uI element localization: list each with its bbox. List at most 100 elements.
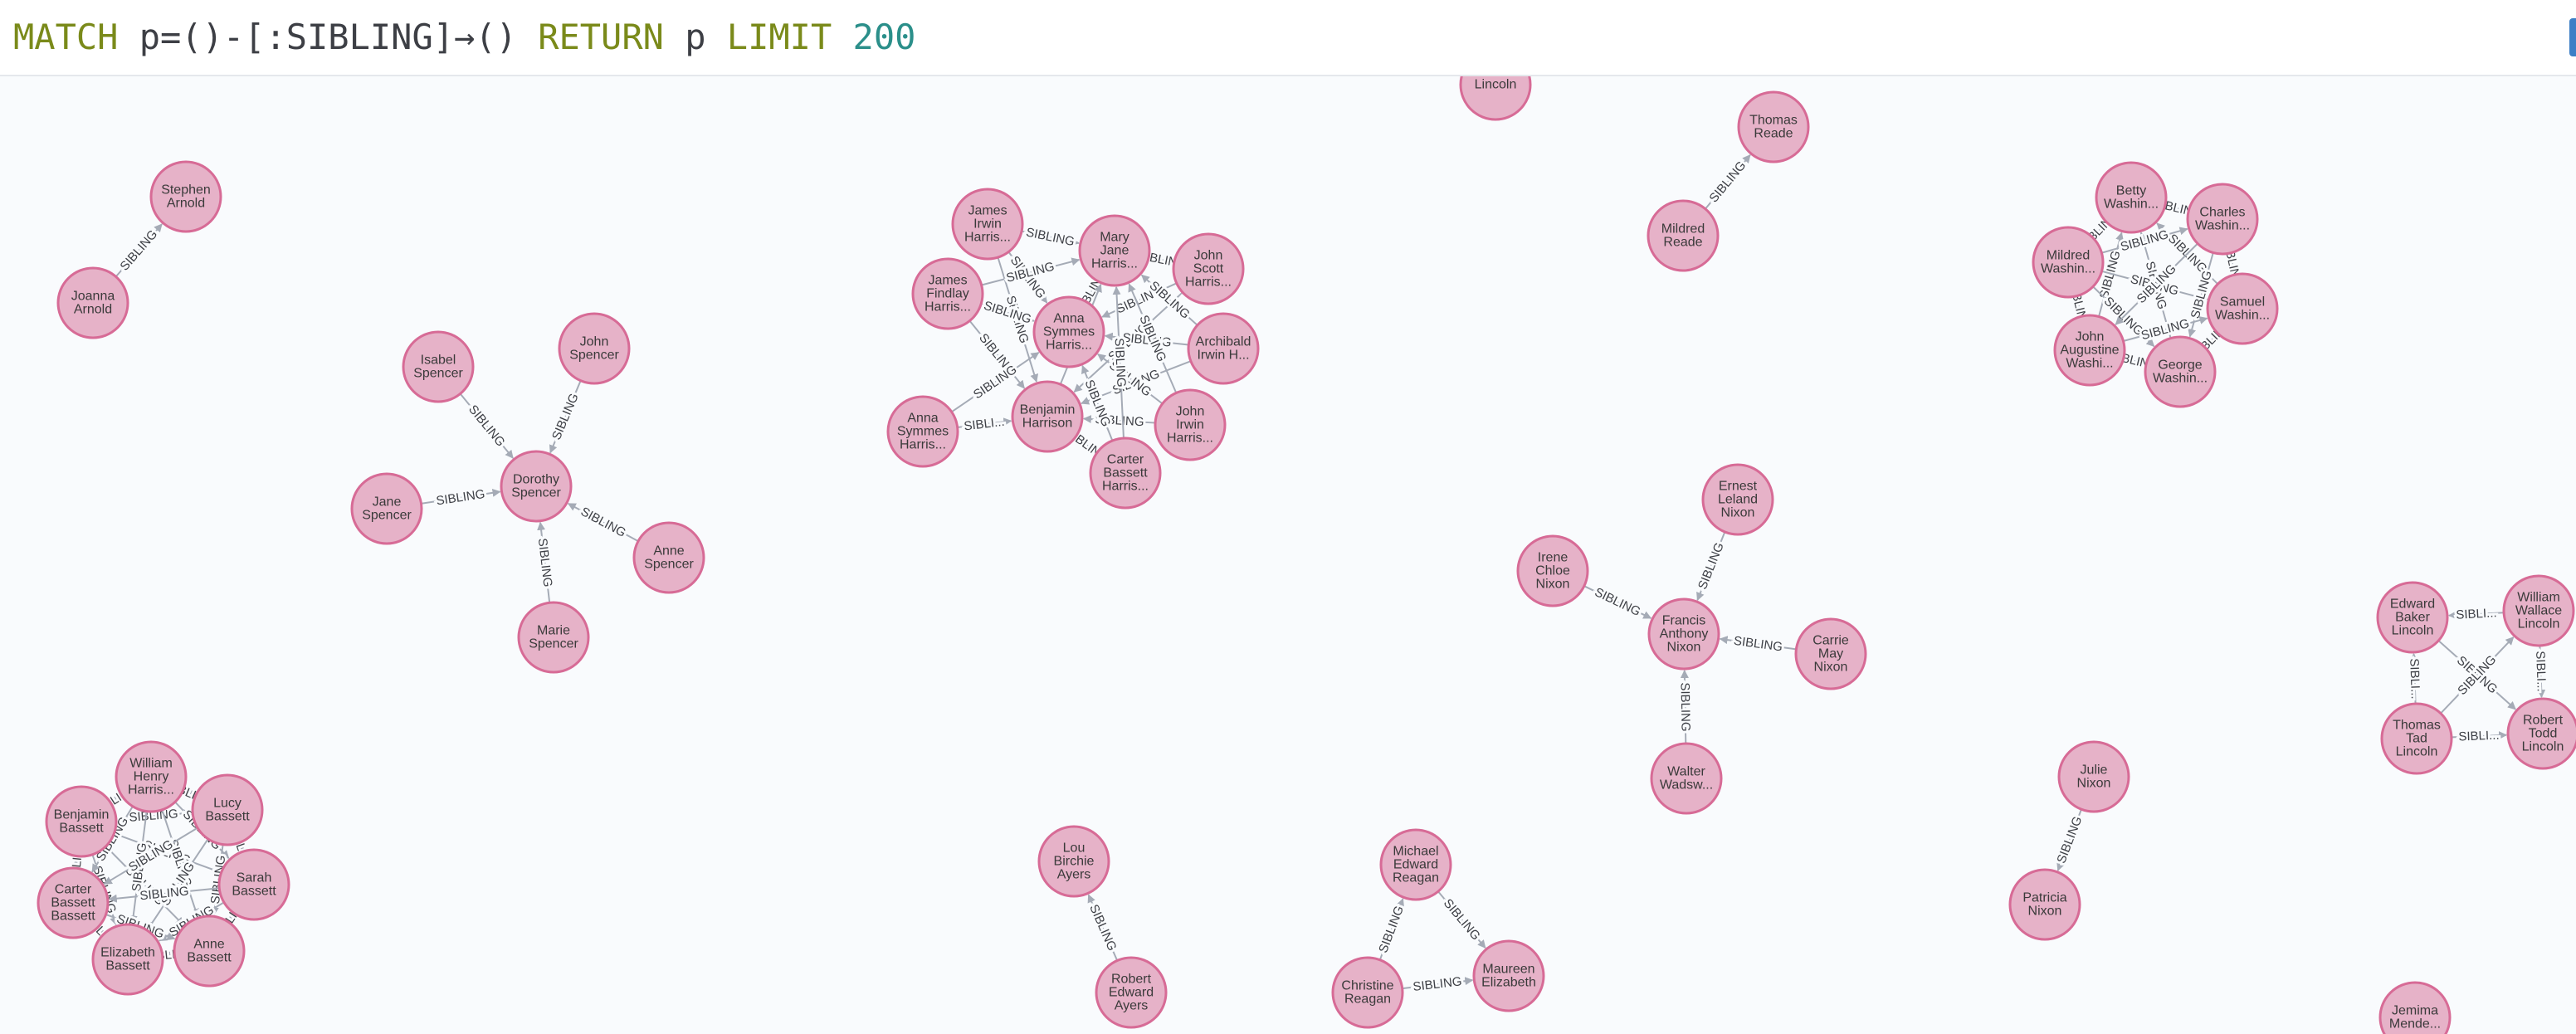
- node-circle[interactable]: [37, 866, 110, 939]
- node-circle[interactable]: [2095, 161, 2168, 234]
- node-anna_symmes_b[interactable]: AnnaSymmesHarris...: [886, 395, 959, 468]
- node-circle[interactable]: [1379, 828, 1452, 901]
- cypher-query-text[interactable]: MATCH p=()-[:SIBLING]→() RETURN p LIMIT …: [13, 12, 915, 63]
- node-circle[interactable]: [2053, 314, 2126, 387]
- relationship-thomas_lincoln-william_lincoln[interactable]: [2440, 636, 2515, 715]
- node-circle[interactable]: [2057, 740, 2130, 813]
- node-circle[interactable]: [2032, 226, 2105, 299]
- node-mary_jane[interactable]: MaryJaneHarris...: [1078, 214, 1151, 287]
- node-circle[interactable]: [350, 472, 423, 545]
- relationship-john_scott-benjamin_harrison[interactable]: [1073, 291, 1183, 393]
- relationship-john_scott-mary_jane[interactable]: [1149, 255, 1174, 264]
- relationship-john_scott-anna_symmes_a[interactable]: [1101, 282, 1178, 318]
- node-circle[interactable]: [558, 312, 631, 385]
- node-john_aug[interactable]: JohnAugustineWashi...: [2053, 314, 2126, 387]
- node-carter_harris[interactable]: CarterBassettHarris...: [1089, 437, 1162, 510]
- relationship-john_aug-betty_wash[interactable]: [2098, 232, 2124, 317]
- relationship-william_henry-anne_bassett[interactable]: [161, 809, 199, 918]
- node-circle[interactable]: [1154, 388, 1227, 461]
- relationship-archibald-benjamin_harrison[interactable]: [1081, 360, 1192, 405]
- relationship-lucy_bassett-william_henry[interactable]: [183, 790, 196, 798]
- node-circle[interactable]: [1331, 956, 1404, 1029]
- relationship-sarah_bassett-lucy_bassett[interactable]: [238, 843, 246, 853]
- node-circle[interactable]: [56, 266, 129, 339]
- node-circle[interactable]: [951, 188, 1024, 261]
- node-circle[interactable]: [1078, 214, 1151, 287]
- relationship-julie_nixon-patricia_nixon[interactable]: [2056, 808, 2082, 871]
- relationship-anne_bassett-elizabeth_bassett[interactable]: [163, 950, 175, 959]
- relationship-sarah_bassett-carter_bassett[interactable]: [108, 887, 220, 903]
- node-circle[interactable]: [1516, 534, 1589, 607]
- node-walter_nixon[interactable]: WalterWadsw...: [1650, 742, 1723, 815]
- node-circle[interactable]: [402, 330, 475, 403]
- node-circle[interactable]: [1647, 597, 1720, 671]
- node-jemima[interactable]: JemimaMende...: [2378, 981, 2452, 1034]
- relationship-robert_ayers-lou_ayers[interactable]: [1087, 894, 1119, 961]
- relationship-carter_harris-benjamin_harrison[interactable]: [1076, 437, 1098, 454]
- query-editor[interactable]: MATCH p=()-[:SIBLING]→() RETURN p LIMIT …: [0, 0, 2576, 76]
- node-circle[interactable]: [1472, 939, 1545, 1012]
- node-circle[interactable]: [2376, 581, 2449, 654]
- node-circle[interactable]: [1701, 463, 1774, 536]
- node-circle[interactable]: [632, 521, 705, 594]
- node-circle[interactable]: [1172, 232, 1245, 305]
- node-charles_wash[interactable]: CharlesWashin...: [2186, 183, 2259, 256]
- node-john_irwin[interactable]: JohnIrwinHarris...: [1154, 388, 1227, 461]
- node-circle[interactable]: [1037, 825, 1110, 898]
- relationship-anna_symmes_b-benjamin_harrison[interactable]: [957, 417, 1012, 428]
- node-circle[interactable]: [911, 257, 984, 330]
- relationship-irene_nixon-francis_nixon[interactable]: [1583, 585, 1652, 619]
- relationship-mildred_wash-betty_wash[interactable]: [2091, 222, 2107, 238]
- node-circle[interactable]: [1011, 380, 1084, 453]
- relationship-thomas_lincoln-edward_lincoln[interactable]: [2409, 652, 2418, 705]
- node-circle[interactable]: [91, 923, 164, 996]
- relationship-william_lincoln-robert_lincoln[interactable]: [2537, 645, 2546, 699]
- relationship-mildred_wash-charles_wash[interactable]: [2101, 227, 2188, 254]
- node-circle[interactable]: [517, 601, 590, 674]
- node-betty_wash[interactable]: BettyWashin...: [2095, 161, 2168, 234]
- relationship-charles_wash-john_aug[interactable]: [2115, 242, 2198, 325]
- relationship-carter_bassett-benjamin_bassett[interactable]: [72, 856, 81, 869]
- relationship-mildred_reade-thomas_reade[interactable]: [1705, 154, 1751, 210]
- relationship-thomas_lincoln-robert_lincoln[interactable]: [2451, 731, 2508, 740]
- node-lincoln_top[interactable]: Lincoln: [1459, 76, 1532, 121]
- relationship-archibald-mary_jane[interactable]: [1140, 274, 1198, 326]
- node-circle[interactable]: [1187, 312, 1260, 385]
- node-mildred_wash[interactable]: MildredWashin...: [2032, 226, 2105, 299]
- relationship-isabel_spencer-dorothy_spencer[interactable]: [459, 393, 514, 459]
- node-circle[interactable]: [500, 450, 573, 523]
- node-john_scott[interactable]: JohnScottHarris...: [1172, 232, 1245, 305]
- relationship-john_irwin-anna_symmes_a[interactable]: [1097, 353, 1164, 405]
- node-circle[interactable]: [2380, 702, 2453, 775]
- relationship-marie_spencer-dorothy_spencer[interactable]: [537, 521, 551, 603]
- node-circle[interactable]: [2186, 183, 2259, 256]
- relationship-anna_symmes_b-anna_symmes_a[interactable]: [951, 351, 1040, 413]
- relationship-john_aug-george_wash[interactable]: [2123, 357, 2146, 366]
- node-circle[interactable]: [1737, 90, 1810, 163]
